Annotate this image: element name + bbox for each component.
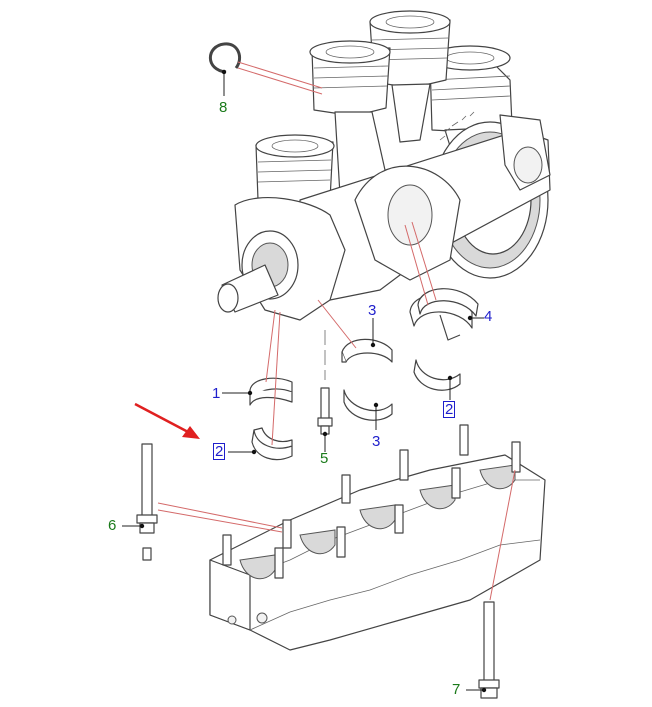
snap-ring (208, 42, 241, 74)
callout-6: 6 (108, 517, 117, 534)
bearing-shell-2-right (413, 359, 461, 391)
callout-1: 1 (212, 385, 221, 402)
pointer-arrow (134, 402, 200, 439)
bearing-shell-1 (249, 377, 293, 406)
callout-7: 7 (452, 681, 461, 698)
oil-jet-bolt (317, 330, 333, 435)
bearing-shell-2-left (251, 427, 293, 461)
callout-8: 8 (219, 99, 228, 116)
main-bolt-6 (136, 443, 158, 561)
leader-lines (122, 61, 516, 693)
crankshaft (217, 114, 551, 321)
callout-5: 5 (320, 450, 329, 467)
piston-front-left (255, 134, 335, 207)
bedplate (209, 424, 546, 651)
bearing-thrust-4 (409, 288, 479, 341)
callout-3-lower: 3 (372, 433, 381, 450)
callout-3-upper: 3 (368, 302, 377, 319)
bearing-shell-3-upper (341, 338, 393, 363)
bearing-shell-3-lower (343, 389, 393, 421)
callout-2-right: 2 (442, 401, 456, 418)
callout-4: 4 (484, 308, 493, 325)
main-bolt-7 (478, 601, 500, 699)
piston-rear-center (369, 10, 451, 143)
callout-2-left: 2 (212, 443, 226, 460)
